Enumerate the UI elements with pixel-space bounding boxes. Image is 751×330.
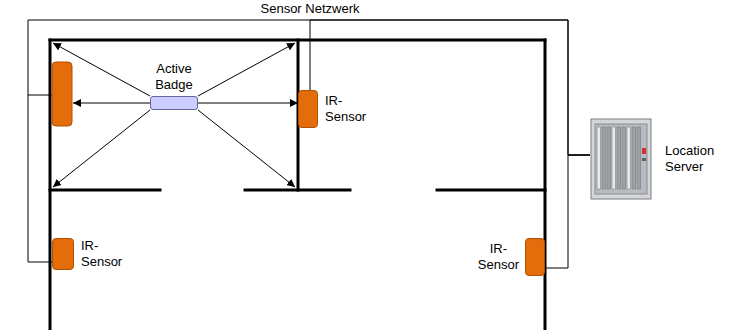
location-server: Location Server (590, 118, 714, 200)
sensor-label: IR- Sensor (325, 93, 366, 125)
ir-sensor: IR- Sensor (52, 238, 122, 270)
badge-shape (150, 96, 198, 110)
ir-sensor: IR- Sensor (478, 238, 545, 276)
sensor-wire (28, 95, 52, 96)
sensor-shape (525, 238, 545, 276)
network-wire (310, 20, 590, 155)
sensor-label: IR- Sensor (81, 238, 122, 270)
network-wire (28, 20, 590, 262)
ir-signal-arrow (198, 103, 298, 104)
network-wire (545, 155, 590, 268)
server-label: Location Server (665, 143, 714, 175)
sensor-label: IR- Sensor (478, 241, 519, 273)
ir-beams (53, 43, 295, 187)
sensor-shape (298, 90, 318, 128)
server-rack (590, 118, 652, 200)
network-label: Sensor Netzwerk (259, 1, 362, 17)
sensor-shape (52, 238, 74, 270)
ir-sensor: IR- Sensor (298, 90, 366, 128)
active-badge: Active Badge (150, 61, 198, 110)
badge-label: Active Badge (155, 61, 193, 93)
ir-sensor-symbol (52, 62, 72, 126)
walls (50, 40, 545, 330)
